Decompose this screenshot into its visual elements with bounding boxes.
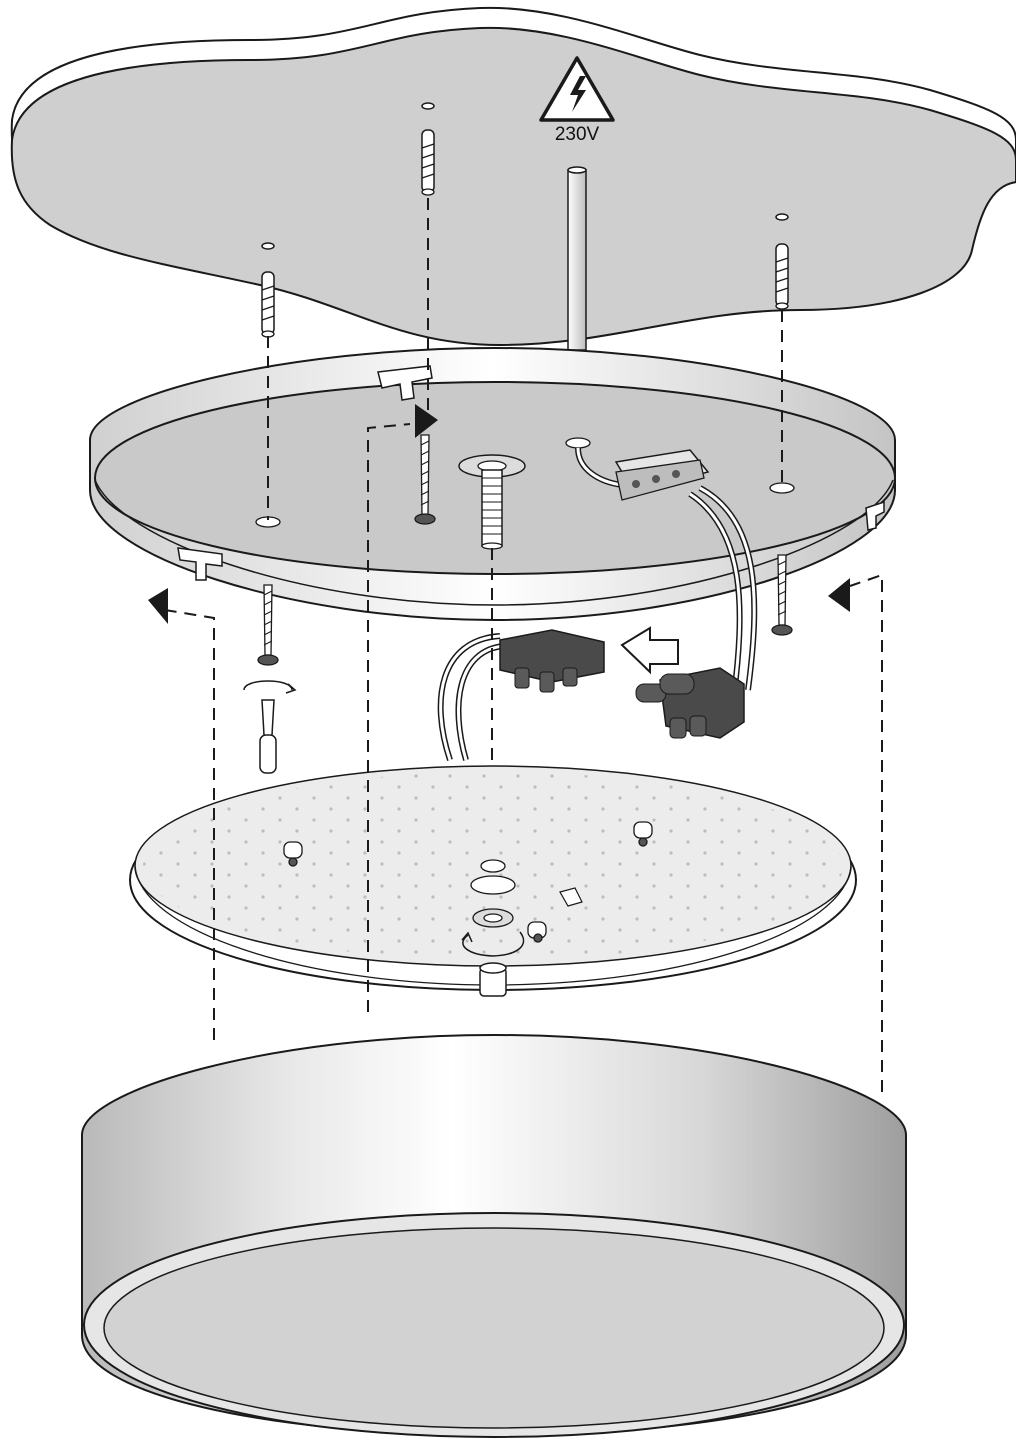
ceiling-surface [10,6,1016,347]
wall-plug [421,129,435,196]
mains-supply-rod [567,166,587,351]
wall-plug [775,243,789,310]
diffuser [103,1227,885,1429]
plug-connector-male [635,667,745,739]
board-spacer [283,821,653,943]
assembly-guide-lines [164,198,883,1092]
wall-plug [261,271,275,338]
ceiling-hole [421,102,435,110]
wood-screw [771,554,793,636]
threaded-center-stud [458,454,526,550]
plug-connector-female [499,629,605,693]
screwdriver-icon [243,680,297,774]
ceiling-hole [775,213,789,221]
wood-screw [257,584,279,666]
led-board [129,765,857,997]
high-voltage-warning-icon: 230V [539,56,615,145]
wood-screw [414,434,436,525]
ceiling-drill-holes [261,102,789,250]
mains-terminal-block [565,437,710,501]
guide-arrowheads [148,404,850,624]
lamp-shade [81,1033,907,1438]
ceiling-hole [261,242,275,250]
insert-direction-arrow [620,626,679,675]
voltage-label: 230V [555,124,600,145]
rotate-arrow-icon [462,931,525,957]
connector-cables [437,485,758,761]
